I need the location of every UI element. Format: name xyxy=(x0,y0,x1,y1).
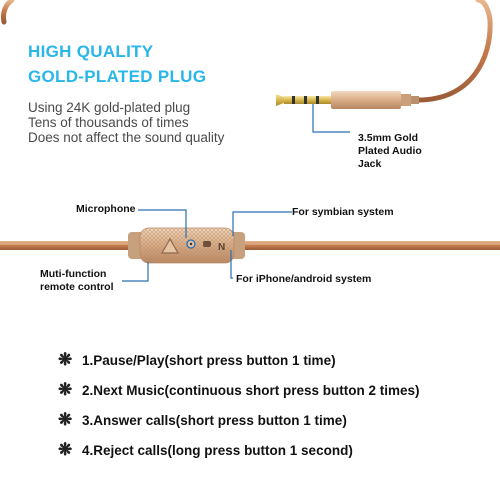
system-switch-icon xyxy=(203,241,211,247)
feature-text: 4.Reject calls(long press button 1 secon… xyxy=(82,442,353,458)
asterisk-bullet-icon: ❋ xyxy=(58,350,73,369)
headline-line-1: HIGH QUALITY xyxy=(28,42,154,61)
asterisk-bullet-icon: ❋ xyxy=(58,440,73,459)
description-line-1: Using 24K gold-plated plug xyxy=(28,100,191,115)
feature-item-4: ❋ 4.Reject calls(long press button 1 sec… xyxy=(58,440,353,460)
description-line-2: Tens of thousands of times xyxy=(28,115,189,130)
feature-item-2: ❋ 2.Next Music(continuous short press bu… xyxy=(58,380,420,400)
description-line-3: Does not affect the sound quality xyxy=(28,130,225,145)
play-pause-triangle-icon xyxy=(160,237,180,254)
remote-cable xyxy=(0,241,500,250)
jack-label-line-1: 3.5mm Gold xyxy=(358,132,419,144)
feature-text: 3.Answer calls(short press button 1 time… xyxy=(82,412,347,428)
jack-label-line-3: Jack xyxy=(358,158,382,170)
upper-cable xyxy=(1,0,493,103)
asterisk-bullet-icon: ❋ xyxy=(58,410,73,429)
multi-function-label-line-2: remote control xyxy=(40,281,114,293)
feature-text: 2.Next Music(continuous short press butt… xyxy=(82,382,420,398)
feature-text: 1.Pause/Play(short press button 1 time) xyxy=(82,352,336,368)
iphone-android-label: For iPhone/android system xyxy=(236,273,372,285)
feature-item-3: ❋ 3.Answer calls(short press button 1 ti… xyxy=(58,410,347,430)
symbian-label: For symbian system xyxy=(292,206,394,218)
multi-function-label-line-1: Muti-function xyxy=(40,268,107,280)
jack-callout-line xyxy=(312,104,350,133)
asterisk-bullet-icon: ❋ xyxy=(58,380,73,399)
audio-jack xyxy=(276,91,419,109)
remote-callout-lines xyxy=(122,209,292,282)
remote-control: N xyxy=(128,227,245,264)
feature-item-1: ❋ 1.Pause/Play(short press button 1 time… xyxy=(58,350,336,370)
microphone-label: Microphone xyxy=(76,203,136,215)
jack-label-line-2: Plated Audio xyxy=(358,145,422,157)
headline-line-2: GOLD-PLATED PLUG xyxy=(28,67,207,86)
svg-text:N: N xyxy=(218,242,225,253)
